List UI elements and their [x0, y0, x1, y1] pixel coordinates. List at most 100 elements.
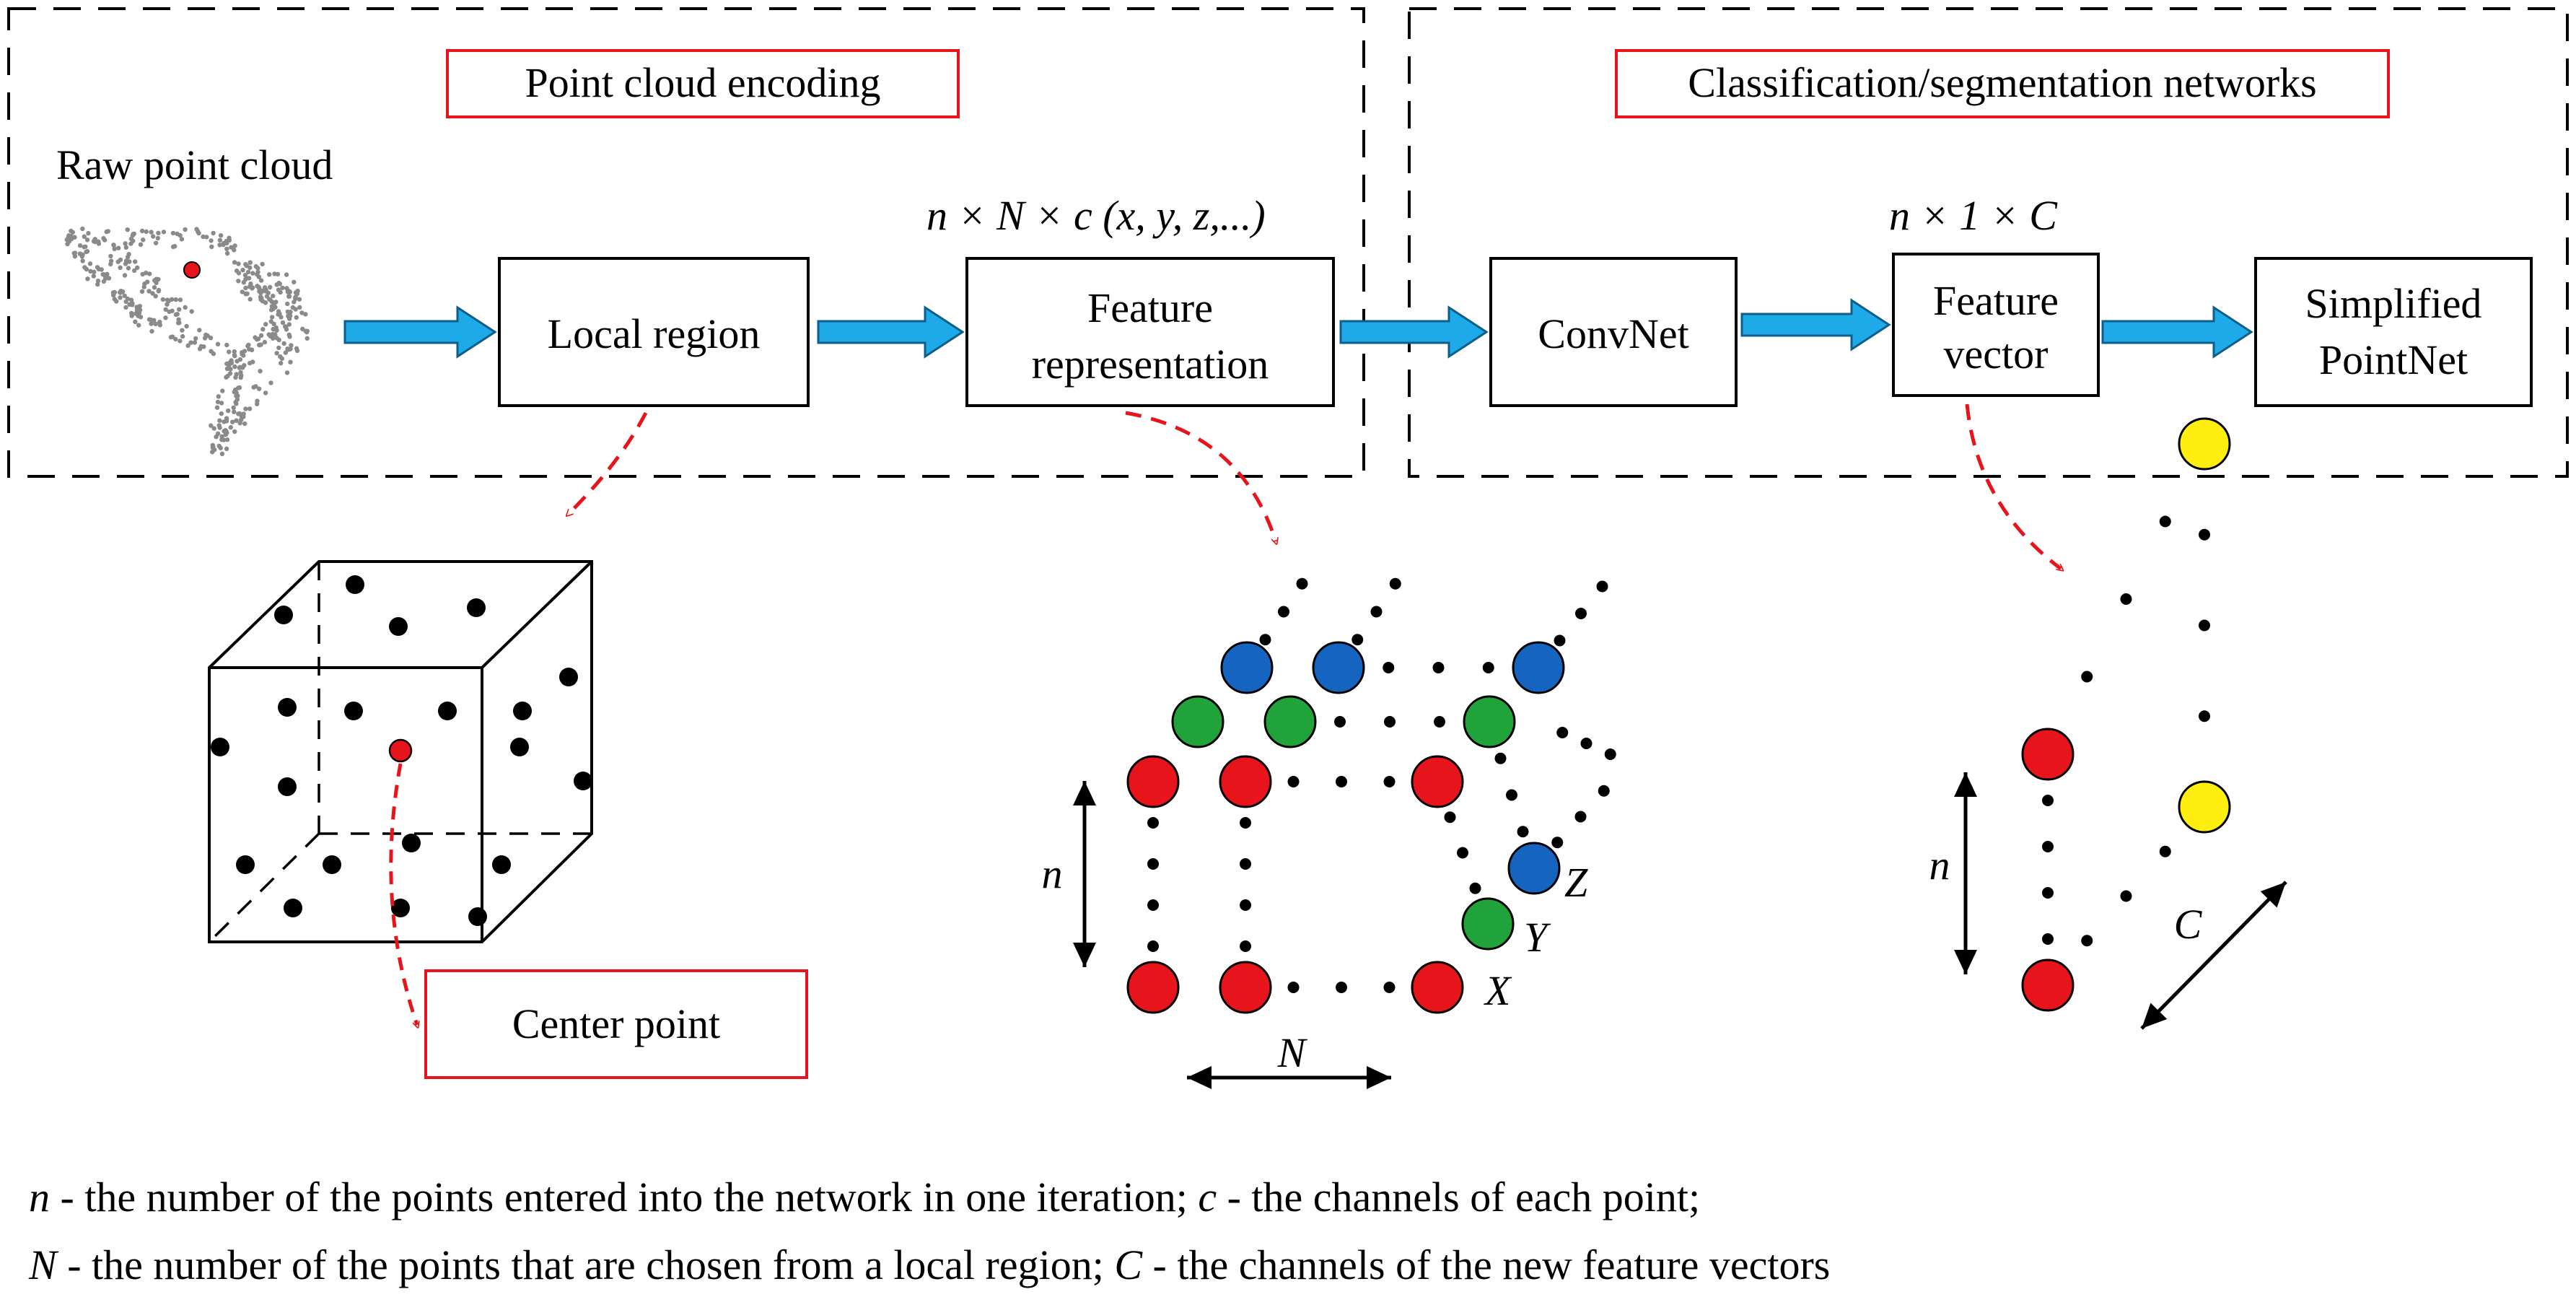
- raw-point: [180, 333, 185, 339]
- green-channel-point: [1463, 695, 1516, 748]
- raw-point: [108, 253, 113, 259]
- encoding-title-box: [446, 49, 960, 118]
- raw-point: [294, 315, 299, 320]
- raw-point: [161, 230, 167, 235]
- raw-point: [266, 290, 271, 296]
- raw-point: [227, 371, 233, 376]
- raw-point: [211, 426, 216, 431]
- axis-label-C: C: [2174, 901, 2203, 948]
- raw-point: [232, 353, 237, 359]
- raw-point: [233, 400, 238, 405]
- raw-point: [180, 328, 185, 333]
- matrix-dot: [1551, 837, 1564, 849]
- raw-point: [279, 315, 284, 320]
- raw-point: [65, 241, 70, 247]
- raw-point: [240, 268, 245, 273]
- raw-point: [278, 354, 283, 359]
- matrix-dot: [1147, 817, 1159, 829]
- raw-point: [175, 312, 180, 317]
- raw-point: [294, 346, 299, 351]
- matrix-dot: [1147, 899, 1159, 911]
- raw-point: [175, 231, 180, 237]
- raw-point: [228, 367, 233, 372]
- raw-point: [284, 272, 289, 277]
- matrix-dot: [1287, 982, 1300, 993]
- raw-point: [249, 347, 255, 353]
- caption-text-C: - the channels of the new feature vector…: [1142, 1241, 1830, 1288]
- red-channel-point: [1126, 755, 1180, 808]
- raw-point: [157, 323, 162, 328]
- cube-point: [574, 772, 592, 790]
- raw-point: [292, 300, 297, 305]
- caption-var-c: c: [1198, 1174, 1217, 1220]
- raw-point: [281, 341, 286, 346]
- raw-point: [152, 318, 157, 323]
- raw-point: [224, 342, 229, 348]
- raw-point: [139, 289, 145, 294]
- local-region-box: [498, 257, 810, 407]
- simplified-pointnet-box: [2254, 257, 2533, 407]
- classification-title-box: [1615, 49, 2390, 118]
- raw-point: [258, 288, 263, 294]
- vector-dot: [2159, 845, 2171, 857]
- raw-point: [211, 351, 216, 357]
- raw-point: [276, 345, 281, 351]
- raw-point: [224, 375, 229, 380]
- raw-point: [126, 266, 131, 271]
- caption-text-c: - the channels of each point;: [1217, 1174, 1700, 1220]
- raw-point: [219, 434, 224, 439]
- raw-point: [285, 301, 290, 307]
- raw-point: [224, 416, 229, 421]
- raw-point: [232, 429, 237, 434]
- raw-point: [176, 317, 181, 322]
- raw-point: [279, 361, 284, 366]
- raw-point: [112, 297, 117, 302]
- raw-point: [297, 297, 302, 302]
- raw-point: [122, 293, 127, 299]
- raw-point: [72, 235, 77, 240]
- axis-label-Z: Z: [1564, 859, 1588, 906]
- vector-dot: [2199, 619, 2210, 632]
- raw-point: [236, 271, 242, 276]
- raw-point: [299, 310, 305, 315]
- blue-channel-point: [1512, 641, 1565, 694]
- matrix-dot: [1432, 662, 1445, 673]
- feature-vector-label-line1: Feature: [1933, 277, 2059, 324]
- raw-point: [273, 332, 278, 337]
- axis-label-n-left: n: [1042, 850, 1063, 897]
- raw-point: [91, 239, 97, 244]
- raw-point: [128, 236, 134, 242]
- cube-point: [391, 899, 410, 917]
- feature-vector-dimension-label: n × 1 × C: [1889, 192, 2058, 239]
- raw-point: [166, 298, 172, 303]
- red-channel-point: [1411, 961, 1464, 1014]
- raw-point: [237, 385, 242, 390]
- flow-arrow: [343, 305, 497, 359]
- raw-point: [258, 278, 264, 283]
- vector-yellow-point: [2178, 780, 2231, 834]
- raw-point: [258, 333, 264, 338]
- raw-point: [96, 241, 102, 246]
- feature-representation-label-line2: representation: [1032, 341, 1269, 388]
- cube-point: [492, 855, 511, 874]
- raw-point: [219, 401, 224, 406]
- raw-point: [218, 233, 224, 238]
- vector-red-point: [2021, 958, 2075, 1012]
- raw-point: [178, 297, 183, 302]
- vector-dot: [2199, 710, 2210, 722]
- raw-point: [243, 262, 248, 267]
- raw-point: [215, 431, 221, 436]
- matrix-dot: [1457, 847, 1468, 859]
- vector-dot: [2159, 515, 2171, 528]
- raw-point: [203, 332, 209, 338]
- raw-point: [147, 271, 152, 276]
- raw-point: [250, 271, 255, 276]
- raw-point: [130, 233, 135, 238]
- raw-point: [232, 349, 237, 354]
- raw-point: [219, 451, 225, 456]
- local-region-cube: [208, 560, 593, 943]
- raw-point: [224, 446, 229, 451]
- red-channel-point: [1219, 961, 1272, 1014]
- raw-point: [101, 279, 107, 284]
- blue-channel-point: [1312, 641, 1365, 694]
